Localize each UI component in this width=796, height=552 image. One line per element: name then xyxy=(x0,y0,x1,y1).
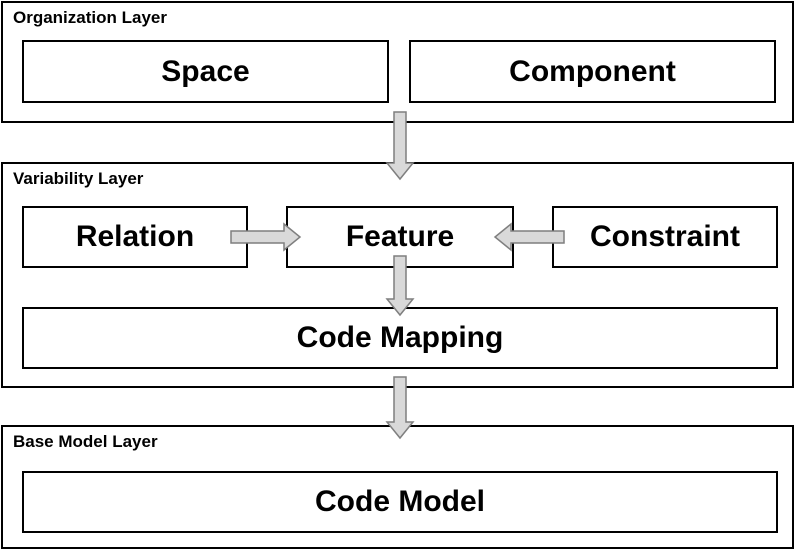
base-model-layer: Base Model Layer Code Model xyxy=(1,425,794,549)
variability-layer-title: Variability Layer xyxy=(13,169,144,188)
base-model-layer-title: Base Model Layer xyxy=(13,432,158,451)
organization-layer: Organization Layer Space Component xyxy=(1,1,794,123)
arrow-feature-to-code-mapping xyxy=(385,255,415,317)
code-mapping-box: Code Mapping xyxy=(22,307,778,369)
arrow-constraint-to-feature xyxy=(493,222,565,252)
variability-layer: Variability Layer Relation Feature Const… xyxy=(1,162,794,388)
organization-layer-title: Organization Layer xyxy=(13,8,167,27)
arrow-relation-to-feature xyxy=(230,222,302,252)
arrow-variability-to-base-model xyxy=(385,376,415,440)
constraint-box: Constraint xyxy=(552,206,778,268)
arrow-organization-to-variability xyxy=(385,111,415,181)
component-box: Component xyxy=(409,40,776,103)
code-model-box: Code Model xyxy=(22,471,778,533)
space-box: Space xyxy=(22,40,389,103)
relation-box: Relation xyxy=(22,206,248,268)
